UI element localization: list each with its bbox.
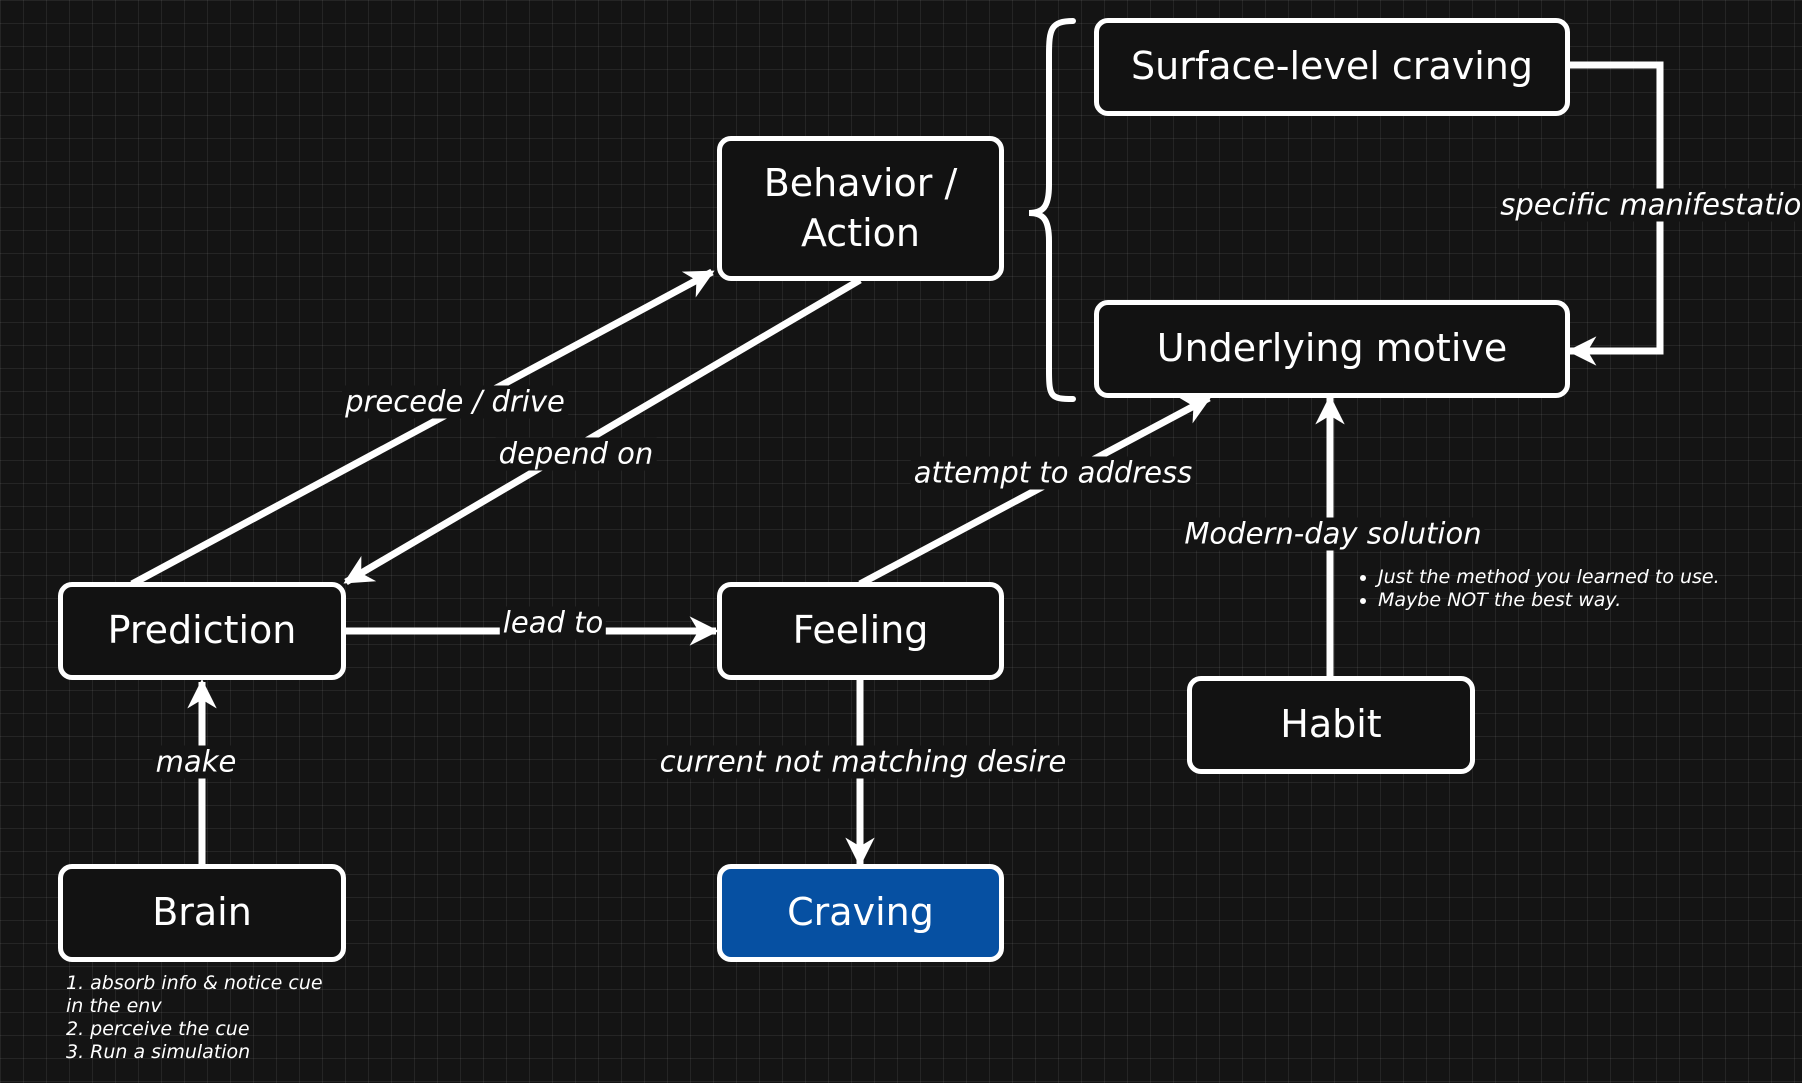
edge-depend-on[interactable] [343,276,862,586]
label-make: make [152,745,240,779]
label-specific-manifestation: specific manifestation [1497,188,1802,222]
node-behavior-action[interactable]: Behavior / Action [717,136,1004,281]
node-label: Behavior / Action [763,161,958,255]
note-line: in the env [66,995,162,1017]
edge-precede-drive[interactable] [130,268,715,588]
label-depend-on: depend on [495,437,657,471]
edge-attempt-to-address[interactable] [858,394,1212,588]
node-craving[interactable]: Craving [717,864,1004,962]
node-label: Surface-level craving [1131,44,1533,89]
note-bullet: Maybe NOT the best way. [1378,589,1720,612]
node-label: Underlying motive [1156,326,1508,371]
node-label: Habit [1280,702,1382,747]
node-habit[interactable]: Habit [1187,676,1475,774]
curly-brace [1028,18,1076,402]
note-habit-bullets: Just the method you learned to use. Mayb… [1360,566,1720,612]
note-bullet: Just the method you learned to use. [1378,566,1720,589]
note-line: 3. Run a simulation [66,1041,251,1063]
label-precede-drive: precede / drive [342,385,568,419]
label-current-not-matching-desire: current not matching desire [656,745,1070,779]
label-lead-to: lead to [499,606,607,640]
label-modern-day-solution: Modern-day solution [1181,517,1485,551]
node-label: Feeling [792,608,929,653]
node-brain[interactable]: Brain [58,864,346,962]
label-attempt-to-address: attempt to address [910,456,1196,490]
node-label: Prediction [107,608,297,653]
node-prediction[interactable]: Prediction [58,582,346,680]
node-surface-level-craving[interactable]: Surface-level craving [1094,18,1570,116]
node-underlying-motive[interactable]: Underlying motive [1094,300,1570,398]
note-brain-steps: 1. absorb info & notice cue in the env 2… [66,972,323,1064]
node-label: Craving [787,890,934,935]
node-feeling[interactable]: Feeling [717,582,1004,680]
note-line: 1. absorb info & notice cue [66,972,323,994]
note-line: 2. perceive the cue [66,1018,250,1040]
node-label: Brain [152,890,252,935]
